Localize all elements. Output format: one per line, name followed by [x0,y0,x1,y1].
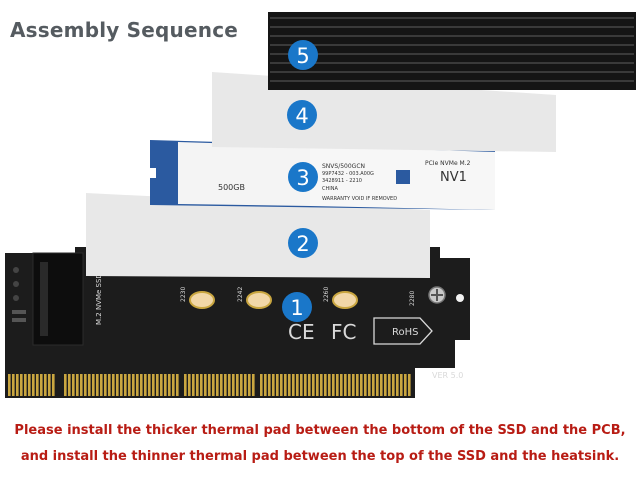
pcb-version: VER 5.0 [432,371,463,380]
rohs-mark: RoHS [373,317,433,345]
ssd-warranty: WARRANTY VOID IF REMOVED [322,196,397,202]
svg-text:3: 3 [296,166,309,190]
ce-mark: CE [288,320,315,344]
step-marker-5: 5 [288,40,318,70]
ssd-part-number: 99P7432 - 003.A00G [322,171,374,177]
page-title: Assembly Sequence [10,18,239,42]
svg-text:2: 2 [296,232,309,256]
pcb-adapter-board: M.2 NVMe SSD 2230 2242 2260 2280 CE FC R… [5,247,470,398]
slot-hole-2242 [246,291,272,309]
svg-text:4: 4 [295,104,308,128]
step-marker-1: 1 [282,292,312,322]
ssd-capacity: 500GB [218,183,245,192]
pcb-position-2280: 2280 [409,291,416,306]
caption-line-2: and install the thinner thermal pad betw… [20,449,620,464]
slot-hole-2230 [189,291,215,309]
caption-line-1: Please install the thicker thermal pad b… [14,423,626,438]
step-marker-3: 3 [288,162,318,192]
ssd-interface: PCIe NVMe M.2 [425,160,471,167]
pcb-slot-label: M.2 NVMe SSD [95,273,103,325]
thermal-pad-thin [212,72,556,152]
ssd-brand: NV1 [440,170,467,185]
fc-mark: FC [331,320,356,344]
assembly-illustration: M.2 NVMe SSD 2230 2242 2260 2280 CE FC R… [5,12,636,398]
svg-text:5: 5 [296,44,309,68]
ssd-china: CHINA [322,186,338,192]
svg-text:1: 1 [290,296,303,320]
pcb-position-2260: 2260 [323,287,330,302]
step-marker-2: 2 [288,228,318,258]
pcb-position-2230: 2230 [180,287,187,302]
slot-hole-2260 [332,291,358,309]
svg-text:RoHS: RoHS [392,327,418,338]
gold-fingers [8,374,411,396]
step-marker-4: 4 [287,100,317,130]
heatsink [268,12,636,90]
nvme-ssd: 500GB NV1 SNVS/500GCN 99P7432 - 003.A00G… [150,140,495,210]
thermal-pad-thick [86,193,430,278]
ssd-model: SNVS/500GCN [322,163,365,170]
ssd-lot: 3428911 - 2210 [322,178,362,184]
pcb-position-2242: 2242 [237,287,244,302]
